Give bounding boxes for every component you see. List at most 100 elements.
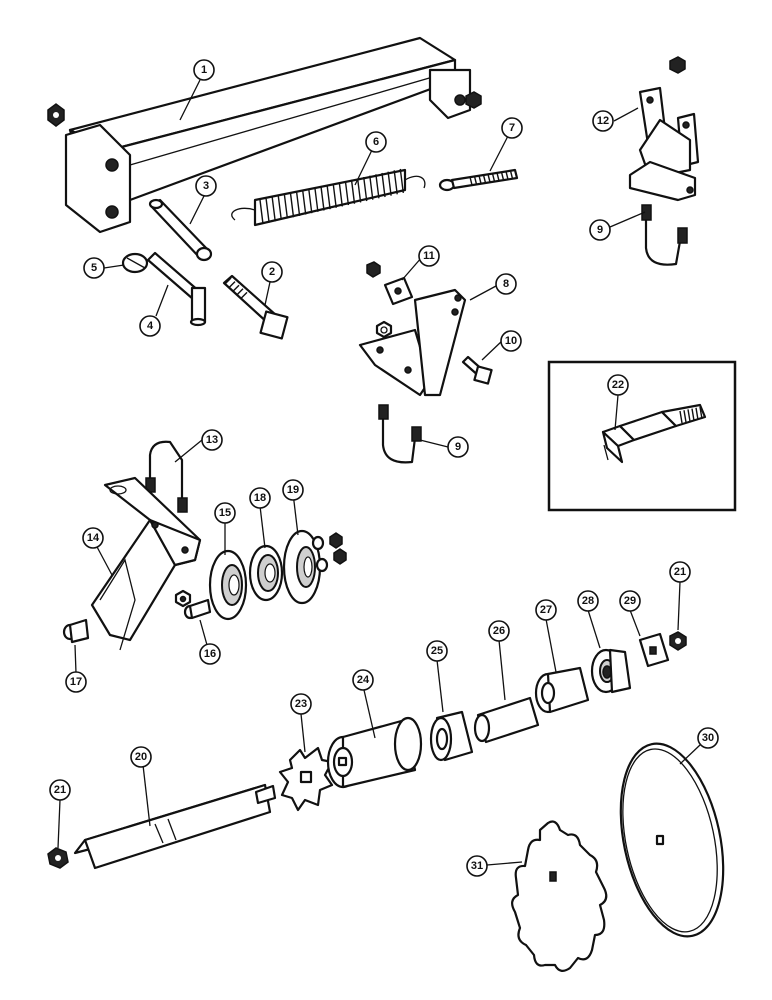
callout-12: 12 [592, 110, 614, 132]
svg-text:23: 23 [295, 698, 307, 710]
callout-21-left: 21 [49, 779, 71, 801]
stroke-detail [314, 187, 319, 212]
bushing-27 [534, 666, 590, 714]
stroke-detail [326, 185, 331, 210]
callout-17: 17 [65, 671, 87, 693]
callout-9-upper: 9 [589, 219, 611, 241]
headed-pin-2 [222, 274, 289, 340]
callout-14: 14 [82, 527, 104, 549]
stroke-detail [381, 172, 386, 198]
notched-disc-31 [511, 820, 608, 972]
stroke-detail [236, 288, 244, 296]
callout-28: 28 [577, 590, 599, 612]
bracket-assembly-12 [628, 56, 700, 202]
hex-nut-21-left [47, 847, 69, 869]
stroke-detail [283, 194, 289, 219]
stroke-detail [491, 173, 496, 182]
hex-nut-21-right [669, 631, 687, 651]
spider-plate-23 [278, 746, 334, 812]
stroke-detail [469, 176, 473, 186]
stroke-detail [393, 170, 398, 195]
stroke-detail [338, 182, 343, 207]
bearing-bracket-14 [90, 476, 202, 651]
stroke-detail [224, 277, 232, 285]
l-handle-pin [146, 251, 207, 327]
stroke-detail [271, 197, 276, 222]
svg-text:13: 13 [206, 434, 218, 446]
u-bolt-13 [145, 440, 188, 513]
stroke-detail [683, 410, 687, 423]
callout-18: 18 [249, 487, 271, 509]
callout-5: 5 [83, 257, 105, 279]
stroke-detail [259, 199, 264, 225]
svg-text:10: 10 [505, 335, 517, 347]
svg-text:21: 21 [54, 784, 66, 796]
bolt-10 [461, 355, 493, 385]
svg-text:6: 6 [373, 136, 379, 148]
hex-nut-14 [174, 589, 192, 608]
svg-text:3: 3 [203, 180, 209, 192]
svg-text:22: 22 [612, 379, 624, 391]
spacer-tube-26 [473, 696, 540, 744]
stroke-detail [332, 183, 337, 208]
svg-text:7: 7 [509, 122, 515, 134]
callout-4: 4 [139, 315, 161, 337]
svg-text:15: 15 [219, 507, 231, 519]
stroke-detail [344, 181, 350, 206]
svg-text:2: 2 [269, 266, 275, 278]
stroke-detail [482, 174, 487, 184]
svg-text:26: 26 [493, 625, 505, 637]
svg-text:9: 9 [597, 224, 603, 236]
callout-1: 1 [193, 59, 215, 81]
stroke-detail [509, 170, 514, 179]
stroke-detail [695, 407, 699, 420]
leader-lines [57, 79, 701, 866]
callout-13: 13 [201, 429, 223, 451]
stroke-detail [496, 172, 500, 181]
callout-16: 16 [199, 643, 221, 665]
callout-24: 24 [352, 669, 374, 691]
stroke-detail [265, 198, 270, 223]
u-bolt-upper [641, 204, 688, 266]
beam-tube [64, 36, 472, 234]
bolt-16 [183, 598, 212, 620]
hex-nut-beam-end [465, 91, 482, 109]
callout-22: 22 [607, 374, 629, 396]
svg-text:14: 14 [87, 532, 100, 544]
callout-31: 31 [466, 855, 488, 877]
svg-text:31: 31 [471, 860, 483, 872]
svg-text:28: 28 [582, 595, 594, 607]
square-nut-11 [366, 261, 414, 306]
stroke-detail [289, 193, 295, 218]
pin-3 [148, 198, 213, 262]
callout-8: 8 [495, 273, 517, 295]
svg-text:5: 5 [91, 262, 97, 274]
svg-text:12: 12 [597, 115, 609, 127]
hex-nut-8 [375, 320, 393, 339]
stroke-detail [228, 281, 236, 289]
stroke-detail [505, 171, 509, 180]
callout-3: 3 [195, 175, 217, 197]
lynch-clip [121, 252, 149, 274]
flange-15 [208, 549, 248, 621]
hex-nut-left [47, 103, 65, 127]
stroke-detail [691, 408, 695, 421]
eye-bolt [438, 168, 519, 192]
inset-frame [547, 360, 737, 512]
stroke-detail [295, 191, 301, 216]
stroke-detail [500, 171, 505, 181]
svg-text:25: 25 [431, 645, 443, 657]
svg-text:16: 16 [204, 648, 216, 660]
svg-text:8: 8 [503, 278, 509, 290]
stroke-detail [387, 171, 392, 196]
axle-shaft-22 [601, 403, 707, 464]
stroke-detail [399, 168, 404, 194]
bushing-25 [429, 710, 474, 762]
end-cap-28 [590, 648, 632, 694]
stroke-detail [277, 195, 282, 221]
stroke-detail [375, 174, 380, 199]
bolt-17 [62, 618, 90, 644]
spool-24 [326, 716, 423, 789]
callout-10: 10 [500, 330, 522, 352]
